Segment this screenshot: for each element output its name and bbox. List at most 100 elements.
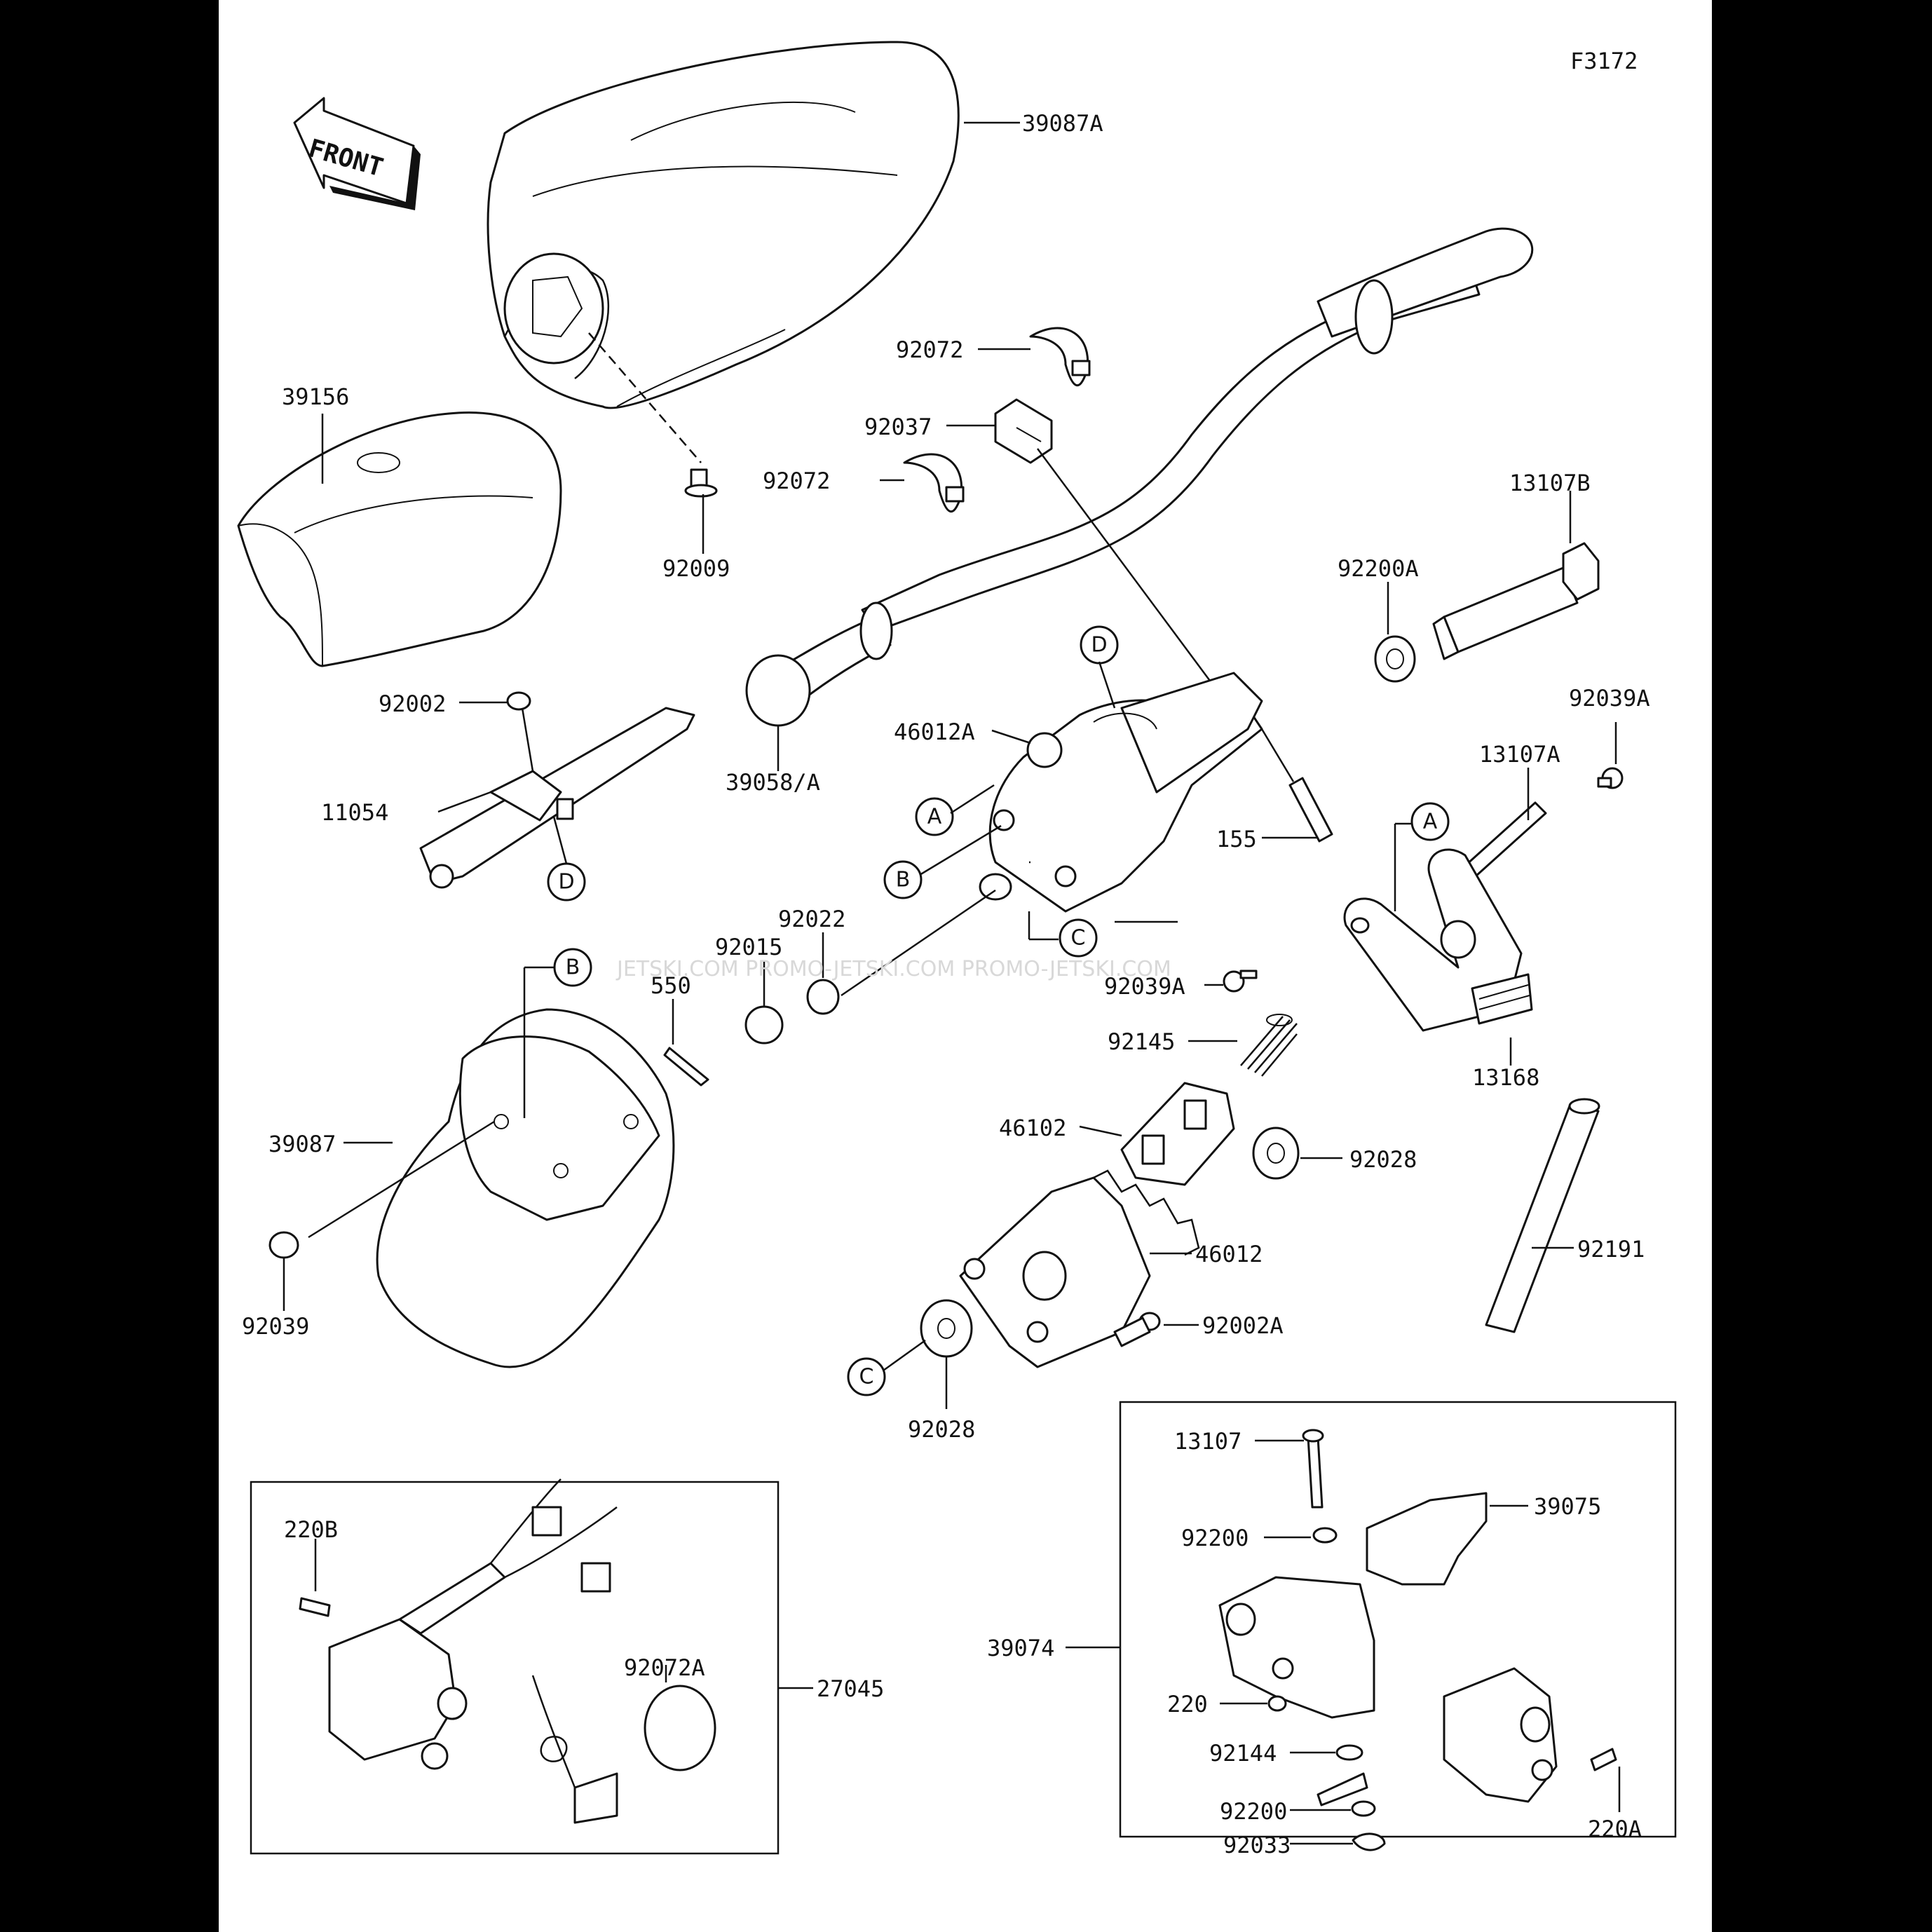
- inset-27045-box: [250, 1481, 780, 1855]
- part-92039-rivet: [268, 1231, 299, 1259]
- svg-text:C: C: [859, 1365, 874, 1389]
- callout-92015: 92015: [715, 934, 782, 960]
- callout-92191: 92191: [1577, 1236, 1645, 1263]
- part-550-pin: [663, 1047, 709, 1087]
- svg-text:B: B: [896, 868, 911, 892]
- part-220-screw: [1267, 1695, 1287, 1712]
- callout-92002: 92002: [379, 691, 446, 717]
- part-92200-washer-lower: [1351, 1800, 1376, 1817]
- part-13168-lever: [1343, 848, 1533, 1032]
- part-27045-switch: [328, 1478, 618, 1770]
- part-92037-clip: [994, 398, 1053, 464]
- callout-13168: 13168: [1472, 1064, 1539, 1091]
- callout-92039A-lower: 92039A: [1104, 973, 1185, 1000]
- part-92039A-rivet-lower: [1223, 970, 1258, 993]
- svg-text:D: D: [1091, 633, 1107, 658]
- callout-92200-lower: 92200: [1220, 1798, 1287, 1825]
- front-arrow: FRONT: [293, 97, 421, 210]
- svg-text:C: C: [1071, 926, 1086, 951]
- callout-39074: 39074: [987, 1635, 1054, 1661]
- ref-circle-A-lower: A: [1410, 802, 1450, 841]
- part-92002-bolt: [506, 691, 534, 772]
- callout-39058A: 39058/A: [726, 769, 820, 796]
- part-92072-band-lower: [903, 453, 965, 513]
- callout-13107: 13107: [1174, 1428, 1241, 1455]
- part-92144-spring: [1335, 1744, 1363, 1761]
- callout-46102: 46102: [999, 1115, 1066, 1141]
- watermark: JETSKI.COM PROMO-JETSKI.COM PROMO-JETSKI…: [615, 957, 1171, 981]
- callout-92072A: 92072A: [624, 1654, 705, 1681]
- part-92072A-clip: [531, 1675, 716, 1824]
- callout-92028-upper: 92028: [1349, 1146, 1417, 1173]
- callout-155: 155: [1216, 826, 1257, 852]
- part-39087A-cover: [487, 41, 960, 409]
- leader-dash: [588, 332, 702, 463]
- svg-text:A: A: [927, 805, 942, 829]
- part-92072-band-upper: [1029, 327, 1091, 387]
- callout-27045: 27045: [817, 1675, 884, 1702]
- callout-92033: 92033: [1223, 1832, 1291, 1858]
- part-39074-housing: [1218, 1576, 1558, 1803]
- callout-92009: 92009: [662, 555, 730, 582]
- part-46012-gear-block: [959, 1169, 1200, 1368]
- callout-92145: 92145: [1108, 1028, 1175, 1055]
- part-92009-screw: [684, 468, 718, 498]
- part-13107-pin: [1302, 1429, 1324, 1509]
- ref-circle-D-upper: D: [1080, 625, 1119, 665]
- part-92033-clip: [1352, 1832, 1386, 1851]
- callout-550: 550: [651, 972, 691, 999]
- svg-text:B: B: [566, 955, 580, 980]
- part-92145-spring: [1240, 1014, 1298, 1077]
- callout-46012A: 46012A: [894, 719, 975, 745]
- callout-92039A-upper: 92039A: [1569, 685, 1650, 712]
- part-13107B-bolt: [1432, 542, 1600, 660]
- ref-circle-A-upper: A: [915, 797, 954, 836]
- ref-circle-C-upper: C: [1059, 918, 1098, 958]
- part-155-bolt: [1288, 777, 1333, 843]
- part-pin: [1317, 1772, 1368, 1807]
- leader-lines: [283, 121, 1621, 1845]
- part-92200-washer-upper: [1312, 1527, 1338, 1544]
- callout-92200-upper: 92200: [1181, 1525, 1249, 1551]
- callout-13107B: 13107B: [1509, 470, 1591, 496]
- callout-13107A: 13107A: [1479, 741, 1560, 768]
- part-92200A-washer: [1374, 635, 1416, 683]
- ref-circle-D-lower: D: [547, 862, 586, 902]
- part-handlebar: [745, 227, 1534, 727]
- callout-92028-lower: 92028: [908, 1416, 975, 1443]
- part-13107A-pin: [1464, 801, 1547, 878]
- callout-92039: 92039: [242, 1313, 309, 1340]
- part-92028-washer-lower: [920, 1299, 973, 1358]
- leader: [1036, 448, 1221, 695]
- part-39156-cover: [237, 411, 562, 667]
- callout-39087: 39087: [268, 1131, 336, 1157]
- part-92002A-bolt: [1113, 1312, 1161, 1347]
- callout-92037: 92037: [864, 414, 932, 440]
- callout-220B: 220B: [284, 1516, 338, 1543]
- ref-circle-B-upper: B: [883, 860, 923, 899]
- inset-39074-box: [1119, 1401, 1677, 1838]
- part-11054-bracket: [419, 707, 695, 889]
- part-39075-cover: [1366, 1492, 1488, 1586]
- figure-code: F3172: [1570, 48, 1638, 74]
- callout-220: 220: [1167, 1691, 1208, 1717]
- part-92191-tube: [1485, 1103, 1600, 1333]
- part-92039A-rivet-upper: [1597, 767, 1624, 789]
- callout-92144: 92144: [1209, 1740, 1277, 1767]
- part-46102-block: [1120, 1082, 1235, 1186]
- callout-92072-upper: 92072: [896, 336, 963, 363]
- callout-39156: 39156: [282, 383, 349, 410]
- part-46012A-bracket: [979, 672, 1263, 913]
- callout-92072-lower: 92072: [763, 468, 830, 494]
- callout-92002A: 92002A: [1202, 1312, 1284, 1339]
- callout-92200A: 92200A: [1338, 555, 1419, 582]
- callout-11054: 11054: [321, 799, 388, 826]
- part-220A-screw: [1590, 1748, 1617, 1771]
- callout-labels: 39087 A 39156 92009 92072 92037 92072 131…: [242, 110, 1650, 1858]
- svg-text:D: D: [558, 870, 574, 894]
- callout-220A: 220A: [1588, 1816, 1642, 1842]
- ref-circle-B-lower: B: [553, 948, 592, 987]
- callout-92022: 92022: [778, 906, 845, 932]
